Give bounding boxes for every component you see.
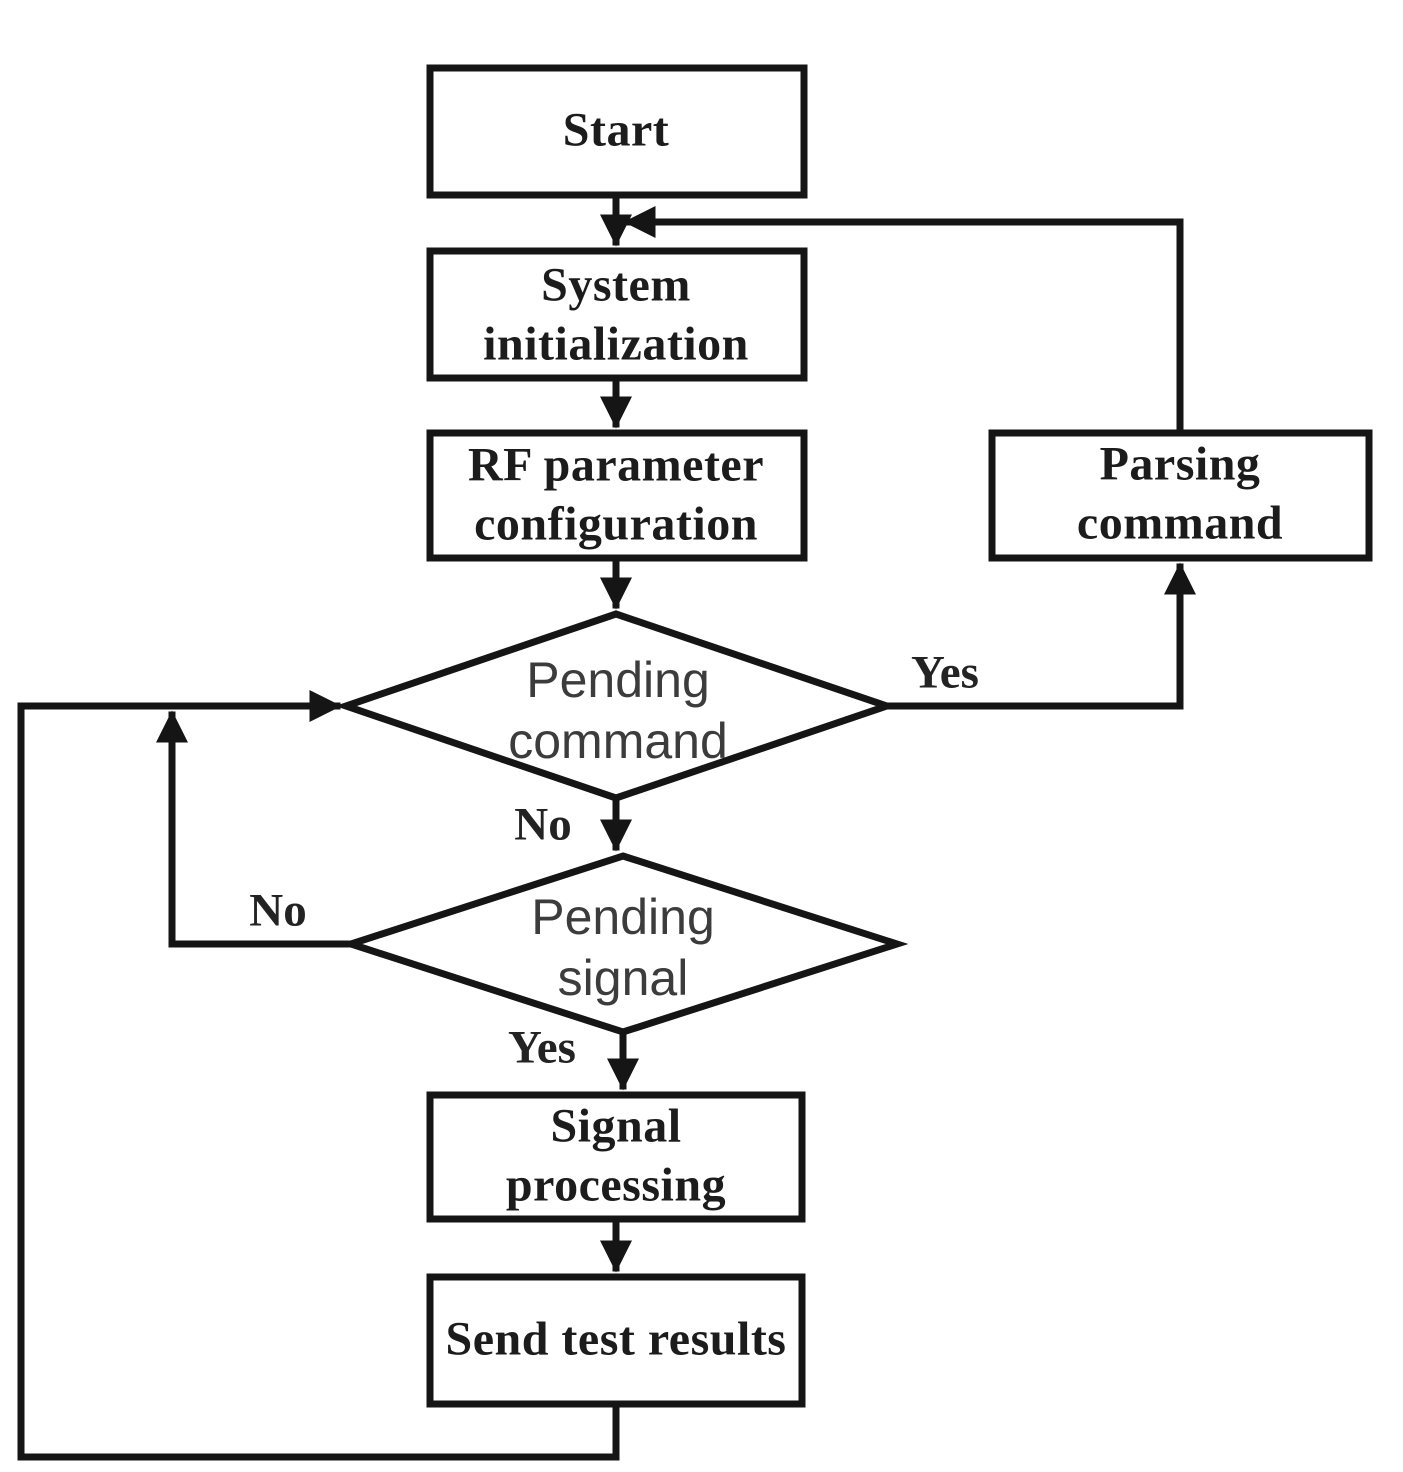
pending-command-no-label: No xyxy=(514,798,572,851)
pending-command-yes-label: Yes xyxy=(911,646,979,699)
rf-parameter-configuration-box xyxy=(426,429,808,562)
pending-signal-label: Pending signal xyxy=(531,889,715,1006)
pending-command-label: Pending command xyxy=(508,652,728,769)
signal-processing-label: Signal processing xyxy=(505,1099,727,1211)
start-box xyxy=(426,64,808,199)
edge-pending-signal-no-to-pending-command xyxy=(155,710,355,948)
signal-processing-box xyxy=(426,1091,806,1223)
edge-pending-command-yes-to-parsing-command xyxy=(883,562,1197,710)
pending-command-diamond xyxy=(335,610,898,802)
start-label: Start xyxy=(562,103,670,157)
parsing-command-box xyxy=(988,429,1373,562)
parsing-command-label: Parsing command xyxy=(1076,437,1284,549)
rf-parameter-configuration-label: RF parameter configuration xyxy=(467,438,765,550)
system-initialization-label: System initialization xyxy=(483,258,749,370)
send-test-results-label: Send test results xyxy=(445,1312,787,1366)
pending-signal-no-label: No xyxy=(249,884,307,937)
pending-signal-yes-label: Yes xyxy=(508,1021,576,1074)
edge-send-test-results-to-pending-command xyxy=(17,689,620,1461)
system-initialization-box xyxy=(426,247,808,382)
edge-parsing-command-to-system-initialization xyxy=(623,205,1184,438)
pending-signal-diamond xyxy=(339,852,909,1036)
send-test-results-box xyxy=(426,1273,806,1408)
